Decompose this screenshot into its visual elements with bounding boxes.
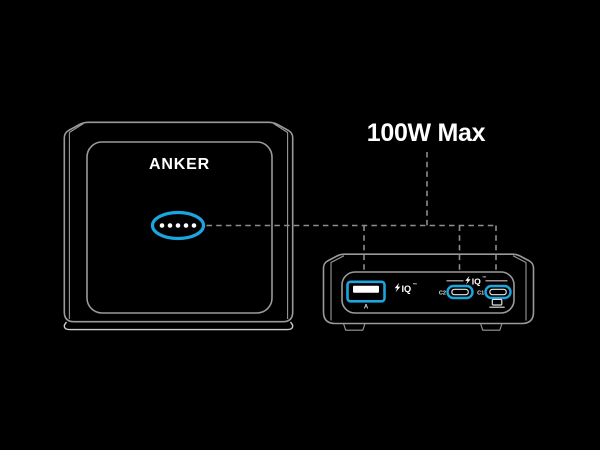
power-iq-badge-usb-c: IQ ™ xyxy=(446,275,508,286)
usb-c1-label: C1 xyxy=(477,291,484,297)
front-device-face-panel xyxy=(86,141,273,314)
usb-c-port-c1: C1 xyxy=(477,284,512,308)
ports-device-body-outline xyxy=(322,253,535,325)
power-iq-label: IQ xyxy=(402,284,412,294)
indicator-dot xyxy=(191,223,197,228)
max-wattage-callout: 100W Max xyxy=(367,119,486,147)
usb-a-port-icon xyxy=(346,280,386,303)
front-device-base xyxy=(63,321,294,331)
power-iq-trademark: ™ xyxy=(482,275,486,280)
indicator-dot xyxy=(159,223,165,228)
indicator-oval-icon xyxy=(150,210,206,241)
callout-connectors xyxy=(206,152,497,272)
usb-a-label: A xyxy=(364,305,369,311)
ports-device-foot-left xyxy=(342,322,366,331)
usb-c-port-icon xyxy=(484,284,512,300)
usb-c-port-icon xyxy=(446,284,474,300)
indicator-dot xyxy=(175,223,181,228)
ports-panel xyxy=(341,271,515,314)
indicator-dots xyxy=(150,210,206,241)
usb-c-port-c2: C2 xyxy=(439,284,474,300)
front-device-body-outline xyxy=(63,121,294,323)
anker-logo: ANKER xyxy=(149,156,210,173)
front-device-bevel-left xyxy=(68,123,84,319)
front-device: ANKER xyxy=(63,121,294,331)
front-device-bevel-right xyxy=(273,123,289,319)
usb-a-port: A xyxy=(346,280,386,311)
indicator-dot xyxy=(183,223,189,228)
indicator-dot xyxy=(167,223,173,228)
power-iq-badge-usb-a: IQ ™ xyxy=(394,282,417,294)
usb-a-tongue-icon xyxy=(353,285,379,293)
power-iq-label: IQ xyxy=(472,276,481,286)
usb-c-slot-icon xyxy=(489,288,507,296)
ports-device: A IQ ™ IQ ™ C2 xyxy=(322,253,535,331)
ports-device-bevel-left xyxy=(330,255,345,321)
lightning-bolt-icon xyxy=(394,282,401,293)
lightning-bolt-icon xyxy=(465,275,471,285)
usb-c2-label: C2 xyxy=(439,291,446,297)
ports-device-foot-right xyxy=(479,322,503,331)
ports-device-bevel-right xyxy=(512,255,527,321)
usb-c-slot-icon xyxy=(451,288,469,296)
laptop-icon xyxy=(489,298,505,308)
power-iq-trademark: ™ xyxy=(413,282,417,287)
